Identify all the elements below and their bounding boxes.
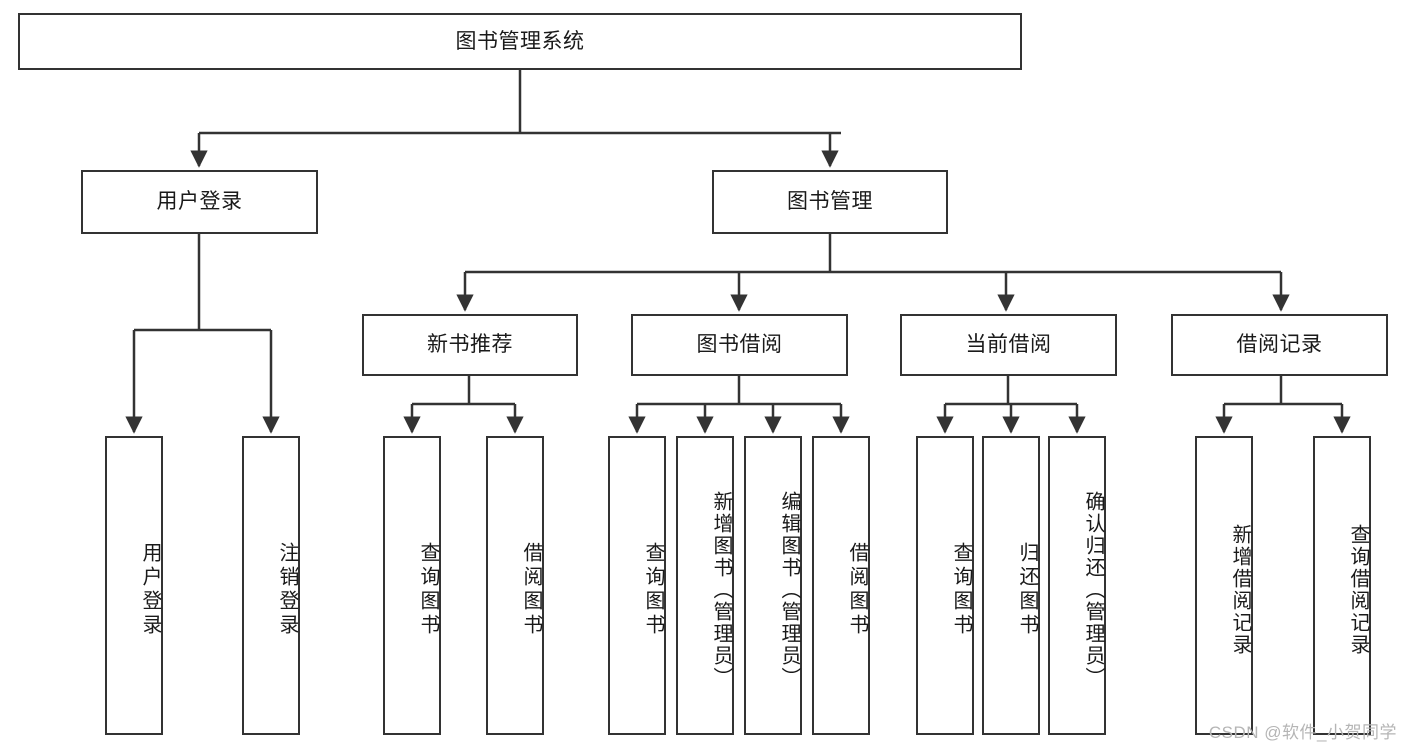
node-leaf-user-login[interactable]: 用户登录 (105, 436, 163, 735)
node-leaf-query-book-3[interactable]: 查询图书 (916, 436, 974, 735)
node-book-borrow[interactable]: 图书借阅 (631, 314, 848, 376)
node-book-management[interactable]: 图书管理 (712, 170, 948, 234)
node-borrow-record[interactable]: 借阅记录 (1171, 314, 1388, 376)
node-leaf-borrow-book-2[interactable]: 借阅图书 (812, 436, 870, 735)
node-leaf-confirm-return[interactable]: 确认归还（管理员） (1048, 436, 1106, 735)
node-user-login[interactable]: 用户登录 (81, 170, 318, 234)
node-leaf-user-logout[interactable]: 注销登录 (242, 436, 300, 735)
node-current-borrow[interactable]: 当前借阅 (900, 314, 1117, 376)
node-leaf-add-record[interactable]: 新增借阅记录 (1195, 436, 1253, 735)
node-root[interactable]: 图书管理系统 (18, 13, 1022, 70)
node-leaf-borrow-book-1[interactable]: 借阅图书 (486, 436, 544, 735)
node-leaf-edit-book[interactable]: 编辑图书（管理员） (744, 436, 802, 735)
node-leaf-query-book-1[interactable]: 查询图书 (383, 436, 441, 735)
node-leaf-query-record[interactable]: 查询借阅记录 (1313, 436, 1371, 735)
node-leaf-add-book[interactable]: 新增图书（管理员） (676, 436, 734, 735)
node-leaf-return-book[interactable]: 归还图书 (982, 436, 1040, 735)
node-new-book-recommend[interactable]: 新书推荐 (362, 314, 578, 376)
node-leaf-query-book-2[interactable]: 查询图书 (608, 436, 666, 735)
watermark-text: CSDN @软件_小贺同学 (1208, 723, 1397, 742)
